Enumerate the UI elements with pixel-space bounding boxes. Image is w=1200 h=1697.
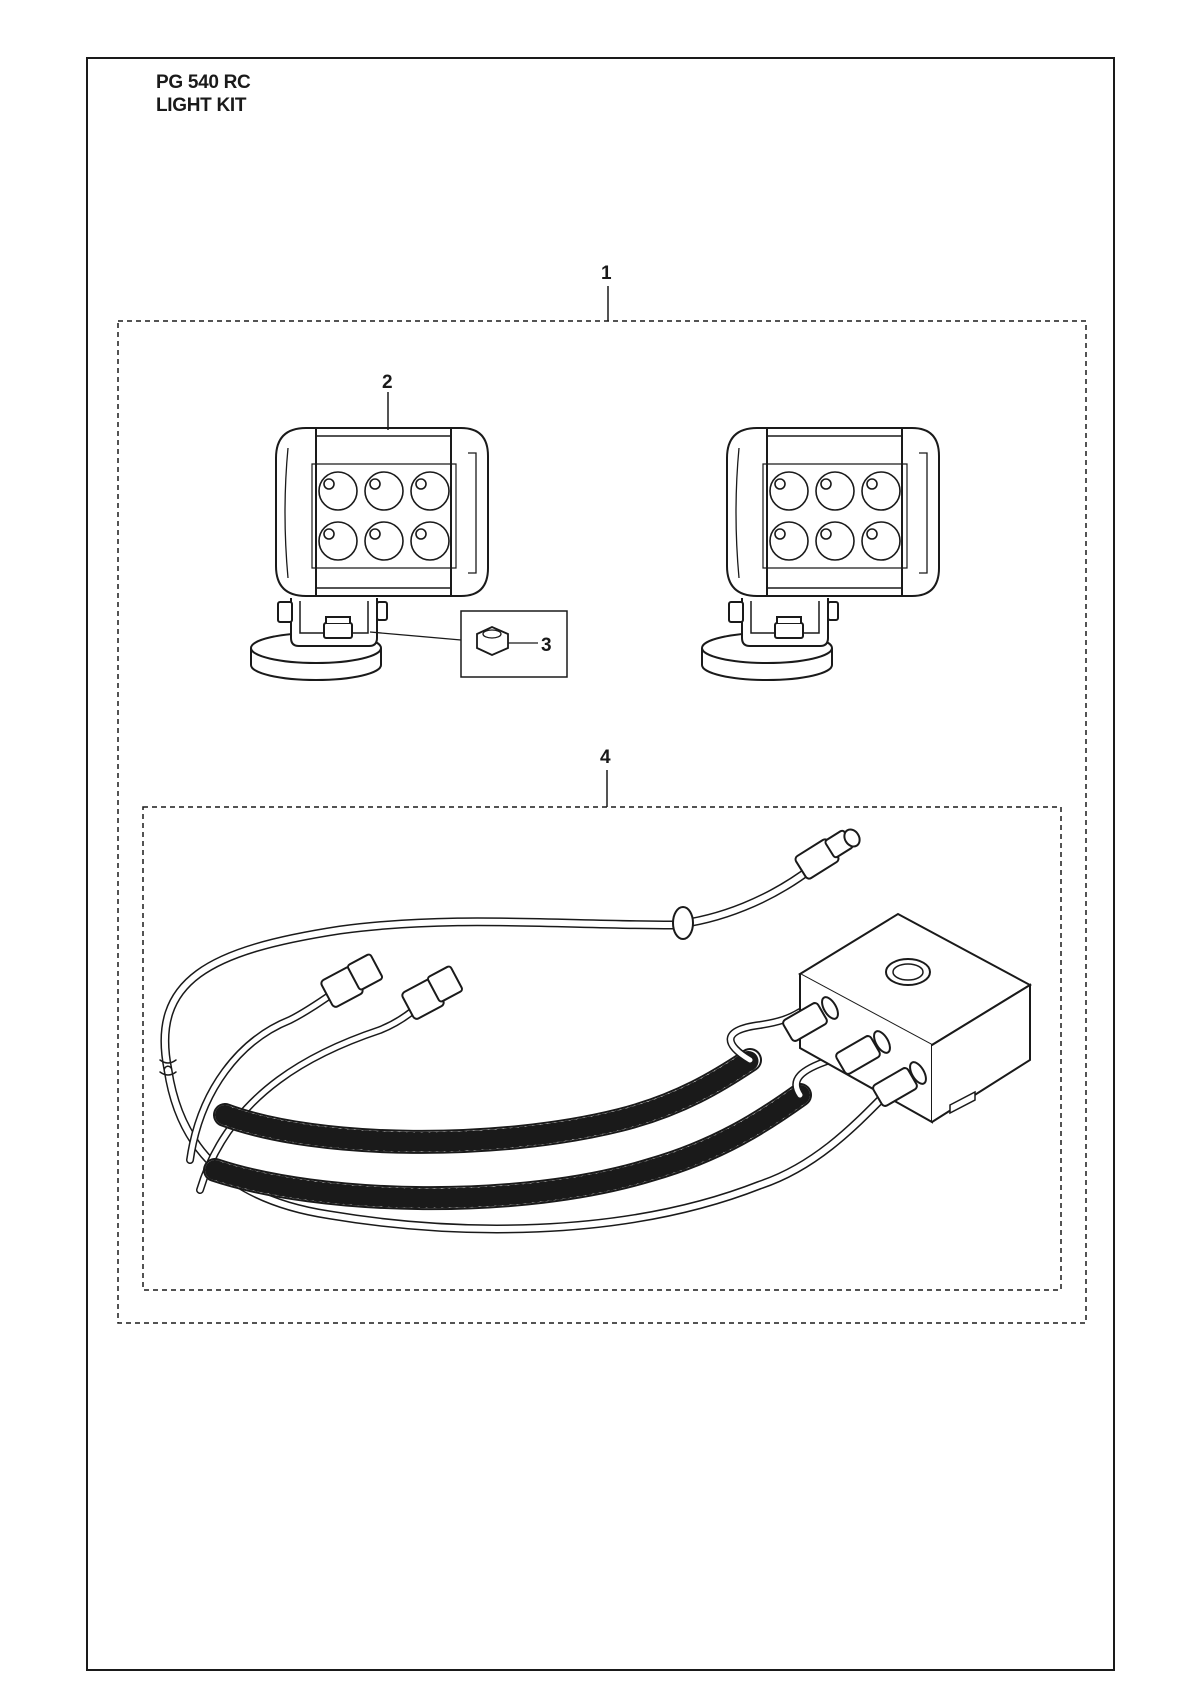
work-lamp-left [250,427,489,681]
harness-outline [142,770,1062,1291]
switch-button-icon [885,958,931,986]
callout-2: 2 [382,372,393,393]
wiring-harness [159,828,1033,1234]
kit-outline [117,286,1087,1324]
kit-title: LIGHT KIT [156,95,247,116]
callout-3: 3 [541,635,552,656]
callout-4: 4 [600,747,611,768]
nut-icon [476,626,509,656]
model-title: PG 540 RC [156,72,251,93]
page-border [86,57,1115,1671]
callout-1: 1 [601,263,612,284]
work-lamp-right [701,427,940,681]
nut-detail [369,610,568,678]
